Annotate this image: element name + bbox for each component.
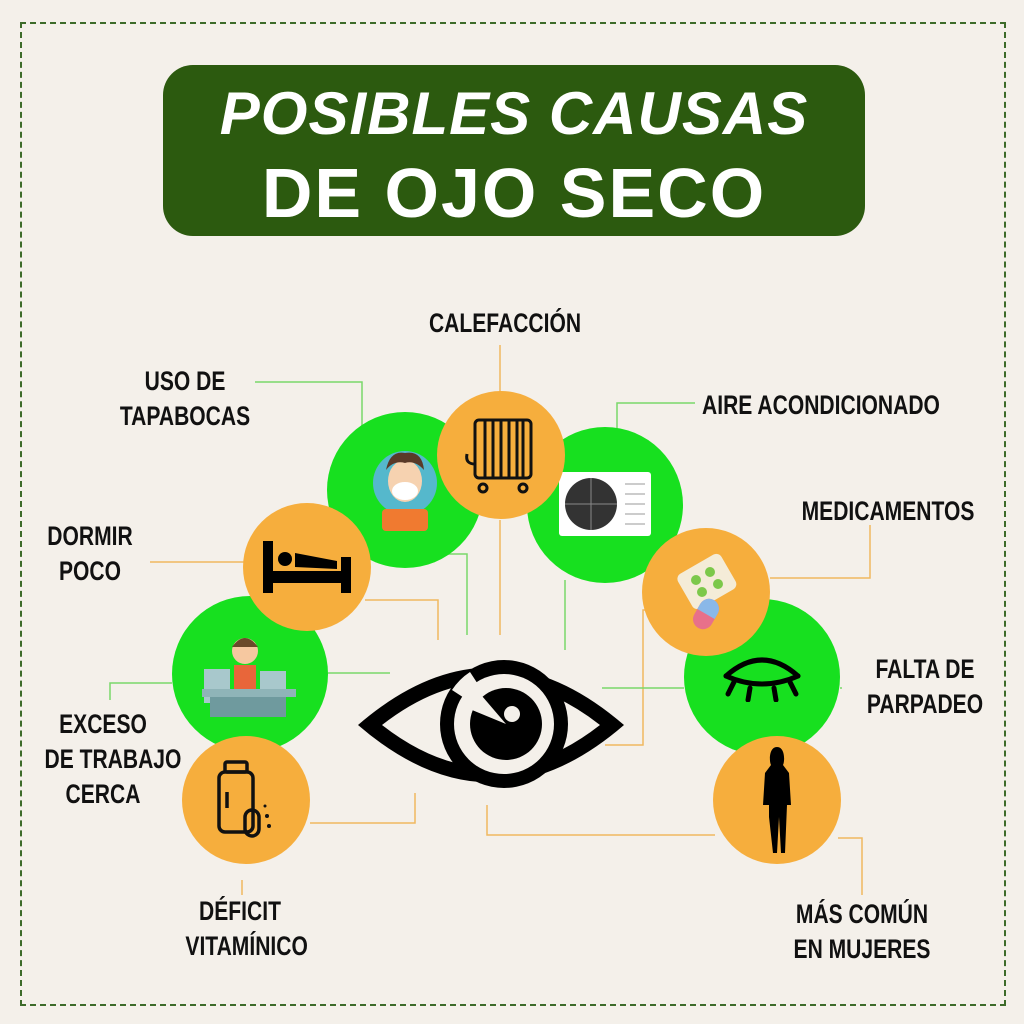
air-conditioner-icon [559,472,651,536]
cause-circle-mujeres [713,736,841,864]
cause-circle-medicamentos [642,528,770,656]
pills-icon [677,553,737,630]
cause-circle-calefaccion [437,391,565,519]
cause-circle-dormir [243,503,371,631]
title-line-2: DE OJO SECO [261,154,767,232]
label-calefaccion: CALEFACCIÓN [428,308,582,338]
face-mask-person-icon [373,451,437,531]
vitamin-bottle-icon [217,760,271,838]
title-line-1: POSIBLES CAUSAS [219,80,809,147]
bed-icon [263,541,351,593]
label-aire: AIRE ACONDICIONADO [702,390,940,420]
title-banner: POSIBLES CAUSAS DE OJO SECO [163,65,865,236]
closed-eye-icon [723,657,801,702]
woman-silhouette-icon [763,747,791,853]
radiator-icon [465,418,533,494]
cause-circle-vitaminas [182,736,310,864]
label-medicamentos: MEDICAMENTOS [801,496,975,526]
central-eye-icon [352,650,630,800]
stressed-worker-icon [202,638,296,717]
dashed-border [20,22,1006,1006]
